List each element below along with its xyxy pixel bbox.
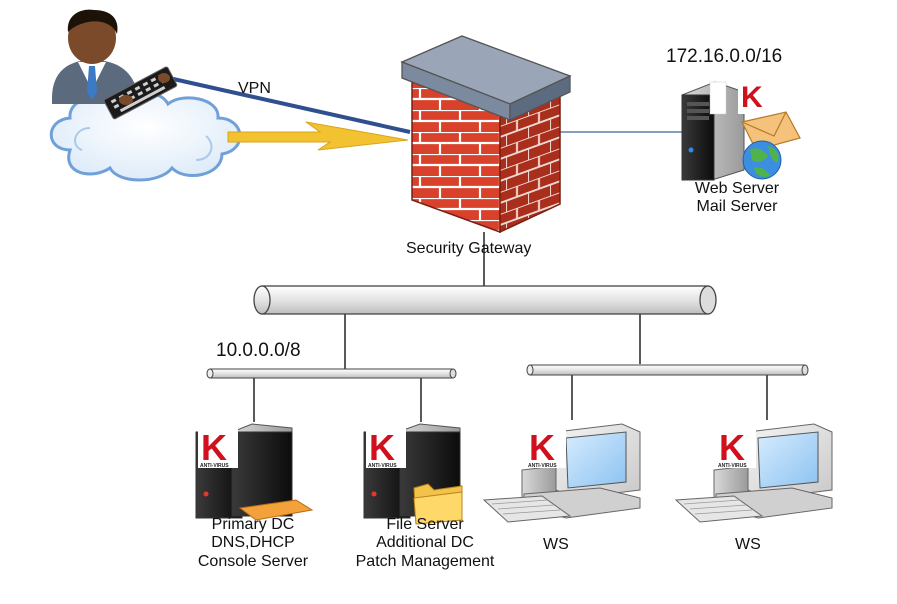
badge-product: ANTI-VIRUS [368, 463, 397, 469]
web-server-label: Web Server Mail Server [672, 180, 802, 217]
dns-dhcp-label-line: DNS,DHCP [211, 534, 295, 552]
globe-icon [742, 140, 782, 180]
kaspersky-badge-primary-dc: K ANTI-VIRUS [198, 426, 238, 469]
kaspersky-badge-ws2: K ANTI-VIRUS [716, 426, 756, 469]
cloud-icon [49, 90, 242, 182]
file-server-label-line: File Server [386, 516, 464, 533]
internal-subnet-label: 10.0.0.0/8 [216, 340, 301, 361]
kaspersky-badge-file-server: K ANTI-VIRUS [366, 426, 406, 469]
desktop-computer-icon [482, 423, 641, 523]
patch-management-label-line: Patch Management [355, 552, 495, 570]
badge-letter: K [719, 427, 745, 468]
badge-letter: K [529, 427, 555, 468]
badge-letter: K [201, 427, 227, 468]
kaspersky-badge-webserver: K [738, 80, 770, 114]
badge-product: ANTI-VIRUS [718, 463, 747, 469]
external-subnet-label: 172.16.0.0/16 [666, 46, 783, 67]
ws1-label: WS [543, 536, 569, 553]
web-server-label-line: Web Server [694, 180, 780, 197]
web-mail-server-icon [681, 81, 745, 181]
ws2-label: WS [735, 536, 761, 553]
additional-dc-label-line: Additional DC [376, 534, 474, 552]
folder-icon [413, 483, 463, 525]
badge-letter: K [369, 427, 395, 468]
brick-firewall-icon [400, 35, 572, 234]
right-switch-pipe [526, 364, 809, 376]
desktop-computer-icon [674, 423, 833, 523]
envelope-icon [741, 111, 801, 151]
mail-server-label-line: Mail Server [696, 198, 778, 216]
security-gateway-label: Security Gateway [406, 240, 532, 257]
vpn-tunnel-line [159, 74, 411, 134]
user-with-laptop-icon [52, 9, 178, 120]
vpn-label: VPN [238, 80, 271, 97]
primary-dc-server-icon [195, 423, 314, 521]
left-switch-pipe [206, 368, 457, 379]
badge-letter: K [741, 81, 763, 114]
backbone-pipe [253, 285, 717, 315]
badge-product: ANTI-VIRUS [528, 463, 557, 469]
primary-dc-label-line: Primary DC [211, 516, 295, 533]
file-server-label: File Server Additional DC Patch Manageme… [340, 516, 510, 571]
lightning-icon [227, 121, 409, 151]
kaspersky-badge-ws1: K ANTI-VIRUS [526, 426, 566, 469]
badge-product: ANTI-VIRUS [200, 463, 229, 469]
console-server-label-line: Console Server [197, 552, 309, 570]
primary-dc-label: Primary DC DNS,DHCP Console Server [178, 516, 328, 571]
